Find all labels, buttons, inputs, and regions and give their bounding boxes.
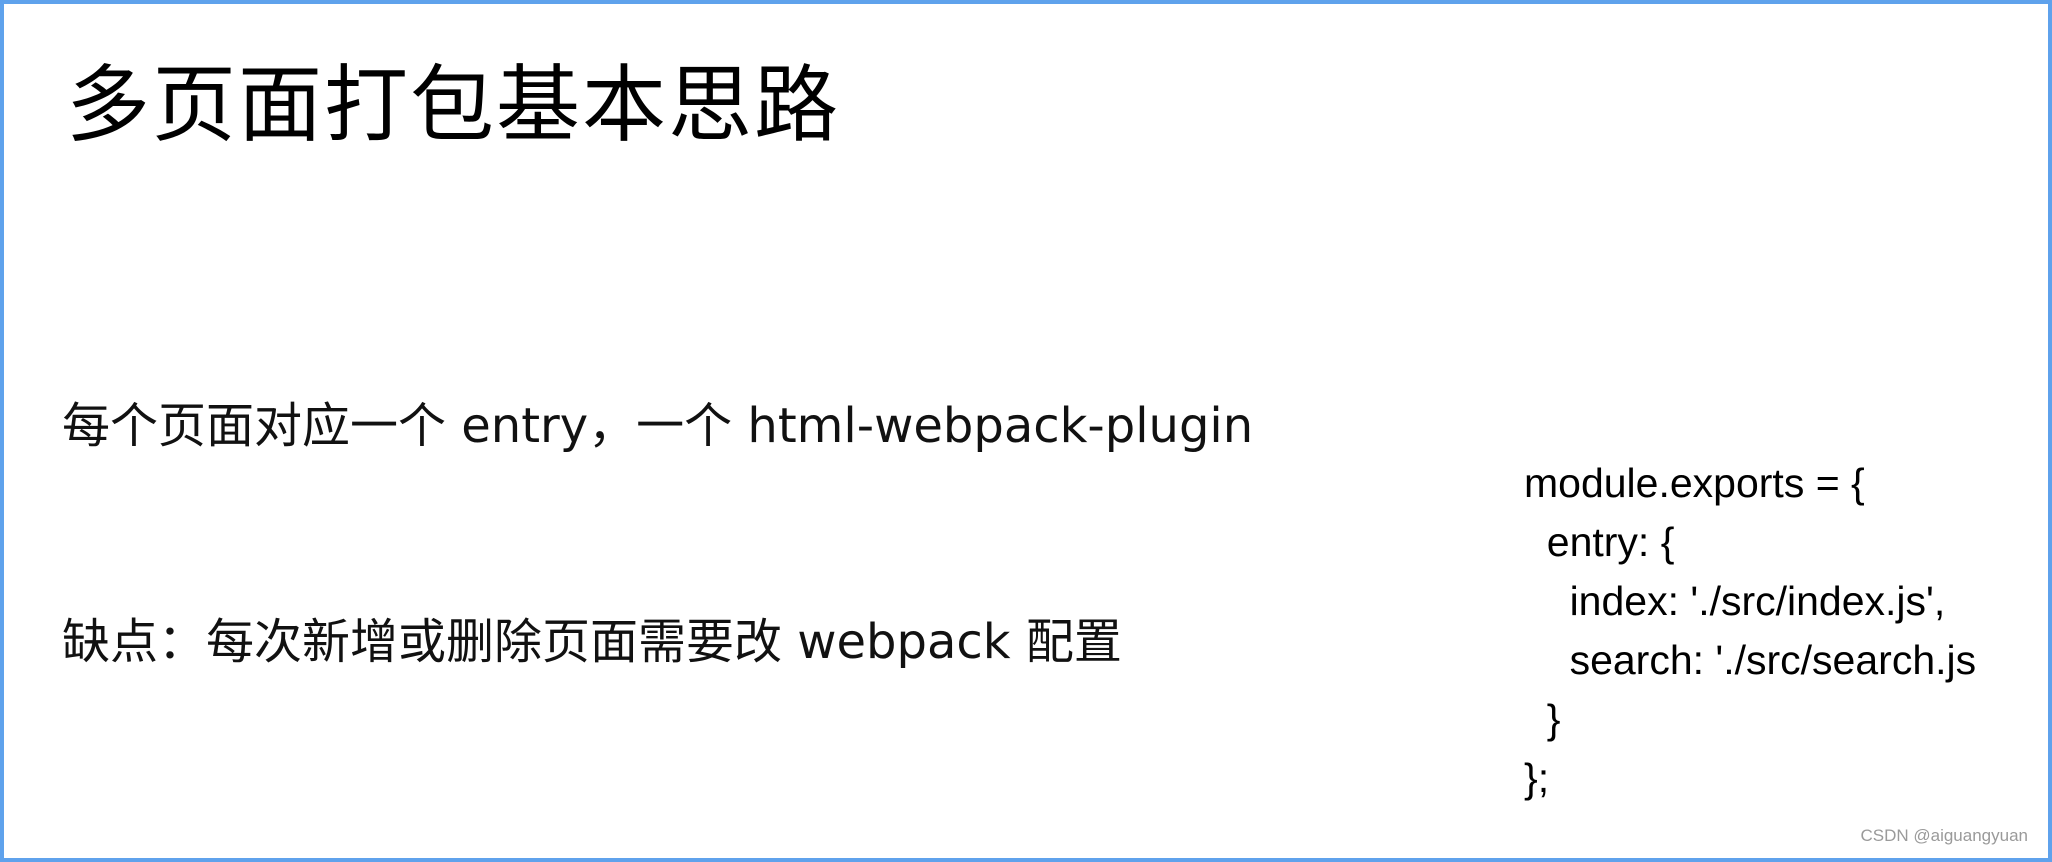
point-entry-per-page: 每个页面对应一个 entry，一个 html-webpack-plugin <box>62 398 1254 454</box>
point-drawback: 缺点：每次新增或删除页面需要改 webpack 配置 <box>62 614 1122 670</box>
slide-title: 多页面打包基本思路 <box>66 56 841 154</box>
code-block: module.exports = { entry: { index: './sr… <box>1524 454 1976 808</box>
watermark: CSDN @aiguangyuan <box>1860 826 2028 845</box>
code-line: module.exports = { <box>1524 460 1865 506</box>
code-line: index: './src/index.js', <box>1524 578 1946 624</box>
code-line: } <box>1524 696 1561 742</box>
code-line: }; <box>1524 755 1550 801</box>
code-line: search: './src/search.js <box>1524 637 1977 683</box>
code-line: entry: { <box>1524 519 1675 565</box>
